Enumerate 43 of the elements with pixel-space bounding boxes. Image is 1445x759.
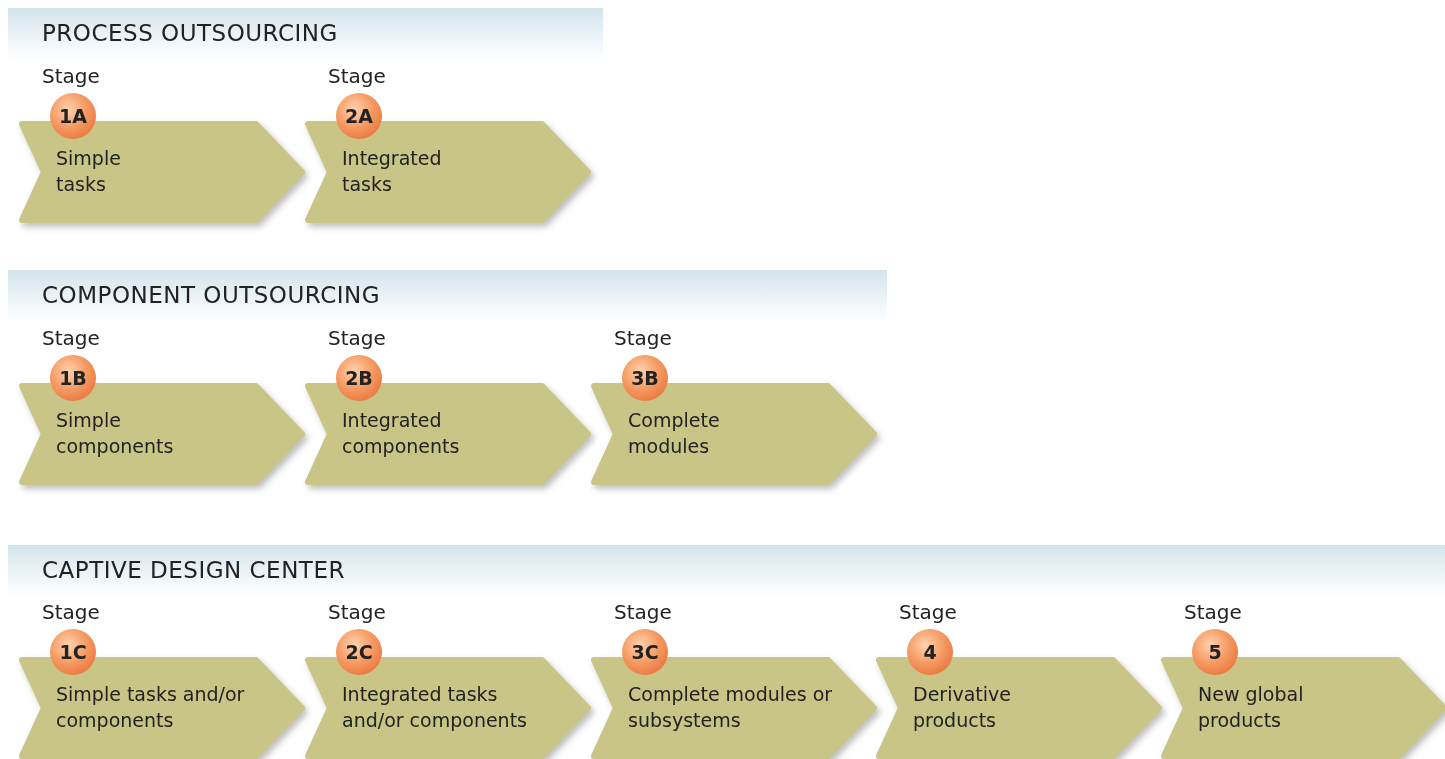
chevron-step [875, 657, 1163, 759]
step-label: Integrated tasks [342, 146, 443, 197]
stage-label: Stage [899, 600, 957, 624]
stage-badge: 5 [1192, 629, 1238, 675]
chevron-step [304, 657, 592, 759]
chevron-step [304, 121, 592, 223]
step-label: Integrated tasks and/or components [342, 682, 528, 733]
step-label: Complete modules or subsystems [628, 682, 834, 733]
step-label: Complete modules [628, 408, 721, 459]
section-title: COMPONENT OUTSOURCING [42, 282, 380, 308]
chevron-step [1160, 657, 1445, 759]
step-label: Simple components [56, 408, 175, 459]
stage-label: Stage [42, 326, 100, 350]
section-title: CAPTIVE DESIGN CENTER [42, 557, 345, 583]
stage-badge: 3C [622, 629, 668, 675]
stage-label: Stage [1184, 600, 1242, 624]
stage-label: Stage [42, 64, 100, 88]
chevron-step [18, 121, 306, 223]
step-label: New global products [1198, 682, 1305, 733]
stage-label: Stage [42, 600, 100, 624]
section-title: PROCESS OUTSOURCING [42, 20, 338, 46]
chevron-step [590, 657, 878, 759]
stage-badge: 1C [50, 629, 96, 675]
stage-badge: 1A [50, 93, 96, 139]
stage-badge: 4 [907, 629, 953, 675]
chevron-step [590, 383, 878, 485]
step-label: Integrated components [342, 408, 461, 459]
stage-label: Stage [614, 326, 672, 350]
step-label: Simple tasks and/or components [56, 682, 246, 733]
stage-badge: 2C [336, 629, 382, 675]
stage-badge: 1B [50, 355, 96, 401]
stage-label: Stage [328, 64, 386, 88]
step-label: Simple tasks [56, 146, 122, 197]
stage-badge: 2A [336, 93, 382, 139]
step-label: Derivative products [913, 682, 1012, 733]
stage-label: Stage [328, 326, 386, 350]
chevron-step [18, 657, 306, 759]
chevron-step [304, 383, 592, 485]
stage-label: Stage [328, 600, 386, 624]
chevron-step [18, 383, 306, 485]
stage-label: Stage [614, 600, 672, 624]
stage-badge: 3B [622, 355, 668, 401]
stage-badge: 2B [336, 355, 382, 401]
